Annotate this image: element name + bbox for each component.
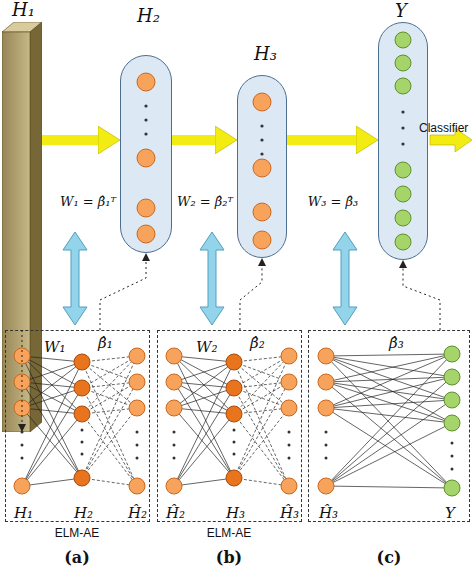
ellipsis-dot — [21, 457, 24, 460]
weight-equation: W₂ = β̂₂ᵀ — [177, 194, 233, 209]
neuron — [74, 380, 90, 396]
layer-symbol: Ĥ₃ — [280, 505, 299, 522]
layer-symbol: H₃ — [226, 505, 245, 522]
classifier-network — [318, 346, 460, 496]
neuron-group — [74, 354, 90, 486]
ellipsis-dots — [21, 429, 139, 460]
layer-symbol: H₁ — [14, 505, 33, 522]
neuron — [129, 478, 145, 494]
ellipsis-dot — [21, 444, 24, 447]
ellipsis-dot — [136, 431, 139, 434]
layer-symbol: W₁ — [44, 339, 65, 356]
layer-symbol: Ĥ₂ — [128, 505, 147, 522]
panel-caption: ELM-AE — [207, 526, 252, 540]
flow-arrow — [287, 135, 356, 145]
slab-front-face — [2, 32, 30, 432]
layer-symbol: Ĥ₃ — [319, 505, 338, 522]
dotted-arrow — [403, 268, 440, 330]
neuron-group — [318, 348, 334, 494]
neuron — [444, 392, 460, 408]
classifier-label: Classifier — [419, 121, 468, 135]
ellipsis-dot — [81, 453, 84, 456]
dotted-arrow — [100, 261, 146, 330]
layer-symbol: β̂₃ — [389, 335, 404, 352]
input-feature-slab: H₁ — [2, 22, 42, 432]
ellipsis-dot — [325, 431, 328, 434]
weight-lines — [82, 356, 137, 486]
layer-symbol: Y — [445, 505, 455, 522]
neuron — [129, 400, 145, 416]
layer-symbol: Ĥ₂ — [166, 505, 185, 522]
panel-letter: (b) — [216, 548, 242, 567]
neuron — [444, 415, 460, 431]
double-arrow — [200, 232, 224, 325]
neuron — [74, 406, 90, 422]
neuron — [444, 346, 460, 362]
panel-letter: (c) — [377, 548, 402, 567]
slab-side-face — [30, 22, 42, 432]
layer-symbol: β̂₂ — [250, 335, 265, 352]
ellipsis-dot — [325, 444, 328, 447]
ellipsis-dot — [451, 442, 454, 445]
elm-ae-panel: W₂ β̂₂ Ĥ₂ H₃ Ĥ₃ — [157, 330, 302, 522]
weight-equation: W₁ = β̂₁ᵀ — [60, 194, 116, 209]
ellipsis-dots — [325, 431, 454, 471]
ellipsis-dot — [325, 457, 328, 460]
hidden-layer-column: H₃ — [237, 75, 287, 258]
neuron — [14, 478, 30, 494]
output-layer-column: Y — [378, 22, 428, 260]
neuron — [444, 480, 460, 496]
layer-symbol: H₁ — [12, 0, 35, 21]
flow-arrow — [172, 135, 215, 145]
slab-shape — [2, 22, 42, 432]
layer-symbol: W₂ — [196, 339, 217, 356]
flow-arrow — [42, 135, 98, 145]
ellipsis-dot — [136, 457, 139, 460]
panel-caption: ELM-AE — [55, 526, 100, 540]
neuron — [318, 374, 334, 390]
layer-symbol: H₃ — [254, 44, 277, 65]
neuron — [129, 374, 145, 390]
dotted-arrow — [240, 266, 262, 330]
ellipsis-dot — [81, 429, 84, 432]
neuron — [318, 400, 334, 416]
neuron — [74, 470, 90, 486]
ellipsis-dot — [81, 441, 84, 444]
hidden-layer-column: H₂ — [120, 55, 172, 253]
panel-letter: (a) — [64, 548, 90, 567]
classifier-panel: β̂₃ Ĥ₃ Y — [308, 330, 470, 522]
ellipsis-dot — [451, 455, 454, 458]
ellipsis-dot — [451, 468, 454, 471]
layer-symbol: H₂ — [137, 6, 160, 27]
neuron — [444, 369, 460, 385]
elm-ae-panel: W₁ β̂₁ H₁ H₂ Ĥ₂ — [5, 330, 150, 522]
double-arrow — [333, 232, 357, 325]
weight-equation: W₃ = β̂₃ — [308, 194, 358, 209]
autoencoder-network — [166, 348, 297, 494]
neuron-group — [444, 346, 460, 496]
double-arrow — [63, 232, 87, 325]
ellipsis-dot — [136, 444, 139, 447]
neuron — [318, 478, 334, 494]
layer-symbol: Y — [395, 1, 407, 22]
neuron — [74, 354, 90, 370]
layer-symbol: H₂ — [74, 505, 93, 522]
neuron — [318, 348, 334, 364]
neuron — [129, 348, 145, 364]
weight-lines — [326, 354, 452, 488]
layer-symbol: β̂₁ — [98, 335, 113, 352]
double-arrows — [63, 232, 357, 325]
